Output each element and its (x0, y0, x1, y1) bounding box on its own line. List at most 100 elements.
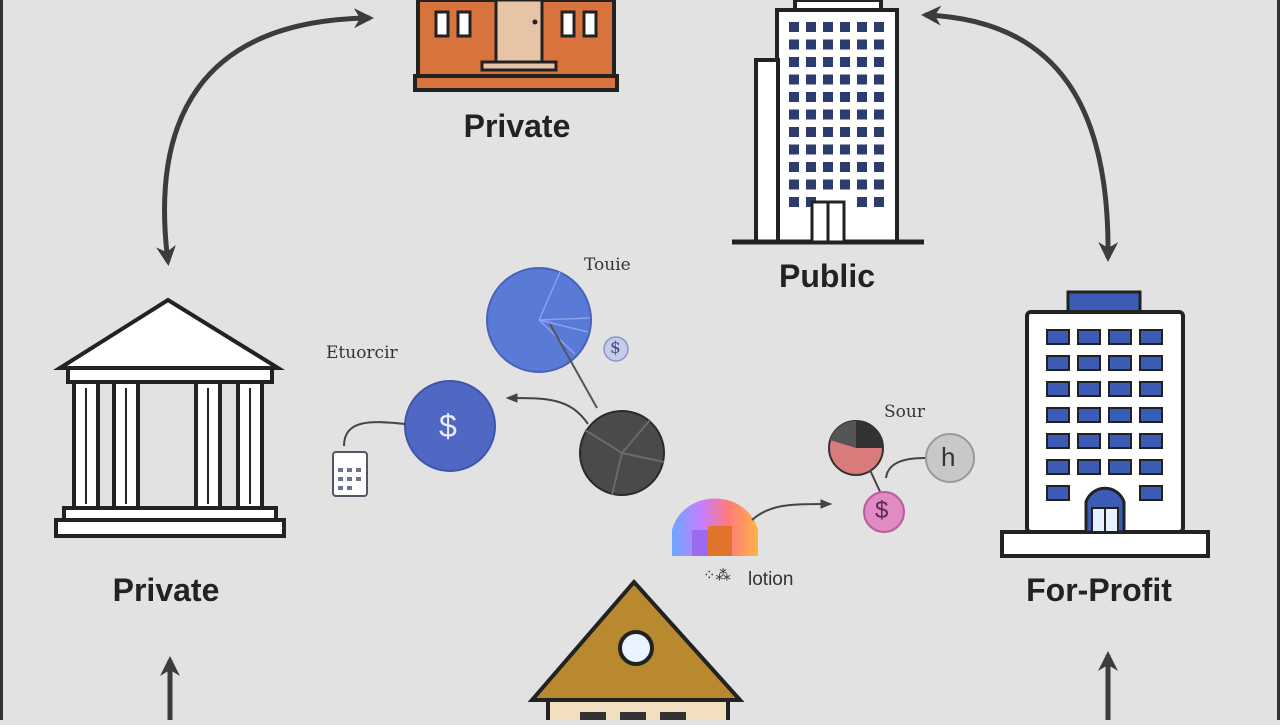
hotel-window (1139, 433, 1163, 449)
tower-window (789, 74, 799, 85)
hotel-window (1139, 329, 1163, 345)
dollar-main-glyph: $ (439, 408, 457, 444)
tower-window (857, 39, 867, 50)
tower-window (874, 39, 884, 50)
tower-window (806, 179, 816, 190)
hotel-window (1077, 381, 1101, 397)
tower-window (840, 144, 850, 155)
hotel-window (1046, 329, 1070, 345)
tower-window (789, 179, 799, 190)
tower-window (874, 57, 884, 67)
tower-window (789, 39, 799, 50)
tower-window (789, 57, 799, 67)
annotation-sour: Sour (884, 402, 925, 422)
hotel-window (1108, 355, 1132, 371)
hotel-window (1108, 407, 1132, 423)
tower-window (874, 144, 884, 155)
calendar-icon (332, 451, 368, 497)
rainbow-dome-icon (672, 498, 758, 556)
arrow-dome-right (751, 499, 833, 521)
tower-window (857, 197, 867, 207)
arrow-top-left (156, 8, 374, 266)
hotel-window (1077, 459, 1101, 475)
hotel-window (1139, 459, 1163, 475)
hotel-building-icon (1000, 290, 1210, 558)
tower-window (874, 179, 884, 190)
tower-window (840, 109, 850, 120)
tower-window (823, 39, 833, 50)
tower-window (806, 92, 816, 102)
tower-window (874, 109, 884, 120)
red-pie-icon (828, 420, 884, 476)
tower-window (789, 162, 799, 172)
hotel-window (1077, 329, 1101, 345)
hotel-window (1108, 433, 1132, 449)
h-circle-icon (925, 433, 975, 483)
tower-window (840, 92, 850, 102)
tower-window (789, 92, 799, 102)
dollar-pink-glyph: $ (875, 497, 889, 524)
connector-calendar (343, 421, 406, 447)
hotel-window (1077, 355, 1101, 371)
tower-window (857, 22, 867, 32)
tower-window (857, 179, 867, 190)
tower-window (806, 74, 816, 85)
tower-window (840, 127, 850, 137)
office-tower-icon (732, 0, 924, 245)
tower-window (806, 22, 816, 32)
connector-h (885, 457, 926, 479)
tower-window (840, 57, 850, 67)
hotel-window (1077, 433, 1101, 449)
tower-window (840, 39, 850, 50)
tower-window (874, 74, 884, 85)
hotel-window (1077, 407, 1101, 423)
tower-window (823, 92, 833, 102)
tower-window (840, 162, 850, 172)
pink-dollar-icon (863, 491, 905, 533)
tower-window (823, 22, 833, 32)
tower-window (806, 144, 816, 155)
dollar-circle-icon (404, 380, 496, 472)
hotel-window (1139, 485, 1163, 501)
tower-window (857, 109, 867, 120)
hotel-window (1108, 329, 1132, 345)
tower-window (874, 22, 884, 32)
hotel-window (1139, 355, 1163, 371)
tower-window (806, 109, 816, 120)
annotation-tour: Touie (584, 255, 631, 275)
tower-window (789, 127, 799, 137)
tower-window (823, 74, 833, 85)
squiggle-icon: ⁘⁂ (703, 566, 731, 584)
hotel-window (1046, 433, 1070, 449)
tower-window (823, 179, 833, 190)
blue-pie-icon (486, 267, 598, 409)
tower-window (789, 109, 799, 120)
hotel-window (1046, 485, 1070, 501)
tower-window (789, 144, 799, 155)
label-for-profit: For-Profit (1026, 572, 1172, 608)
tower-window (789, 197, 799, 207)
school-building-icon (413, 0, 619, 92)
hotel-window (1046, 381, 1070, 397)
tower-window (823, 109, 833, 120)
hotel-window (1139, 381, 1163, 397)
hotel-window (1139, 407, 1163, 423)
label-public: Public (778, 258, 876, 294)
tower-window (840, 74, 850, 85)
hotel-window (1108, 381, 1132, 397)
hotel-window (1108, 459, 1132, 475)
tower-window (874, 162, 884, 172)
tower-window (857, 162, 867, 172)
tower-window (806, 127, 816, 137)
arrow-top-right (921, 5, 1119, 262)
dollar-small-glyph: $ (610, 338, 621, 358)
tower-window (857, 144, 867, 155)
annotation-lotion: lotion (748, 569, 794, 590)
tower-window (823, 162, 833, 172)
label-left-private: Private (112, 572, 220, 608)
dark-pie-icon (579, 410, 665, 496)
tower-window (857, 92, 867, 102)
